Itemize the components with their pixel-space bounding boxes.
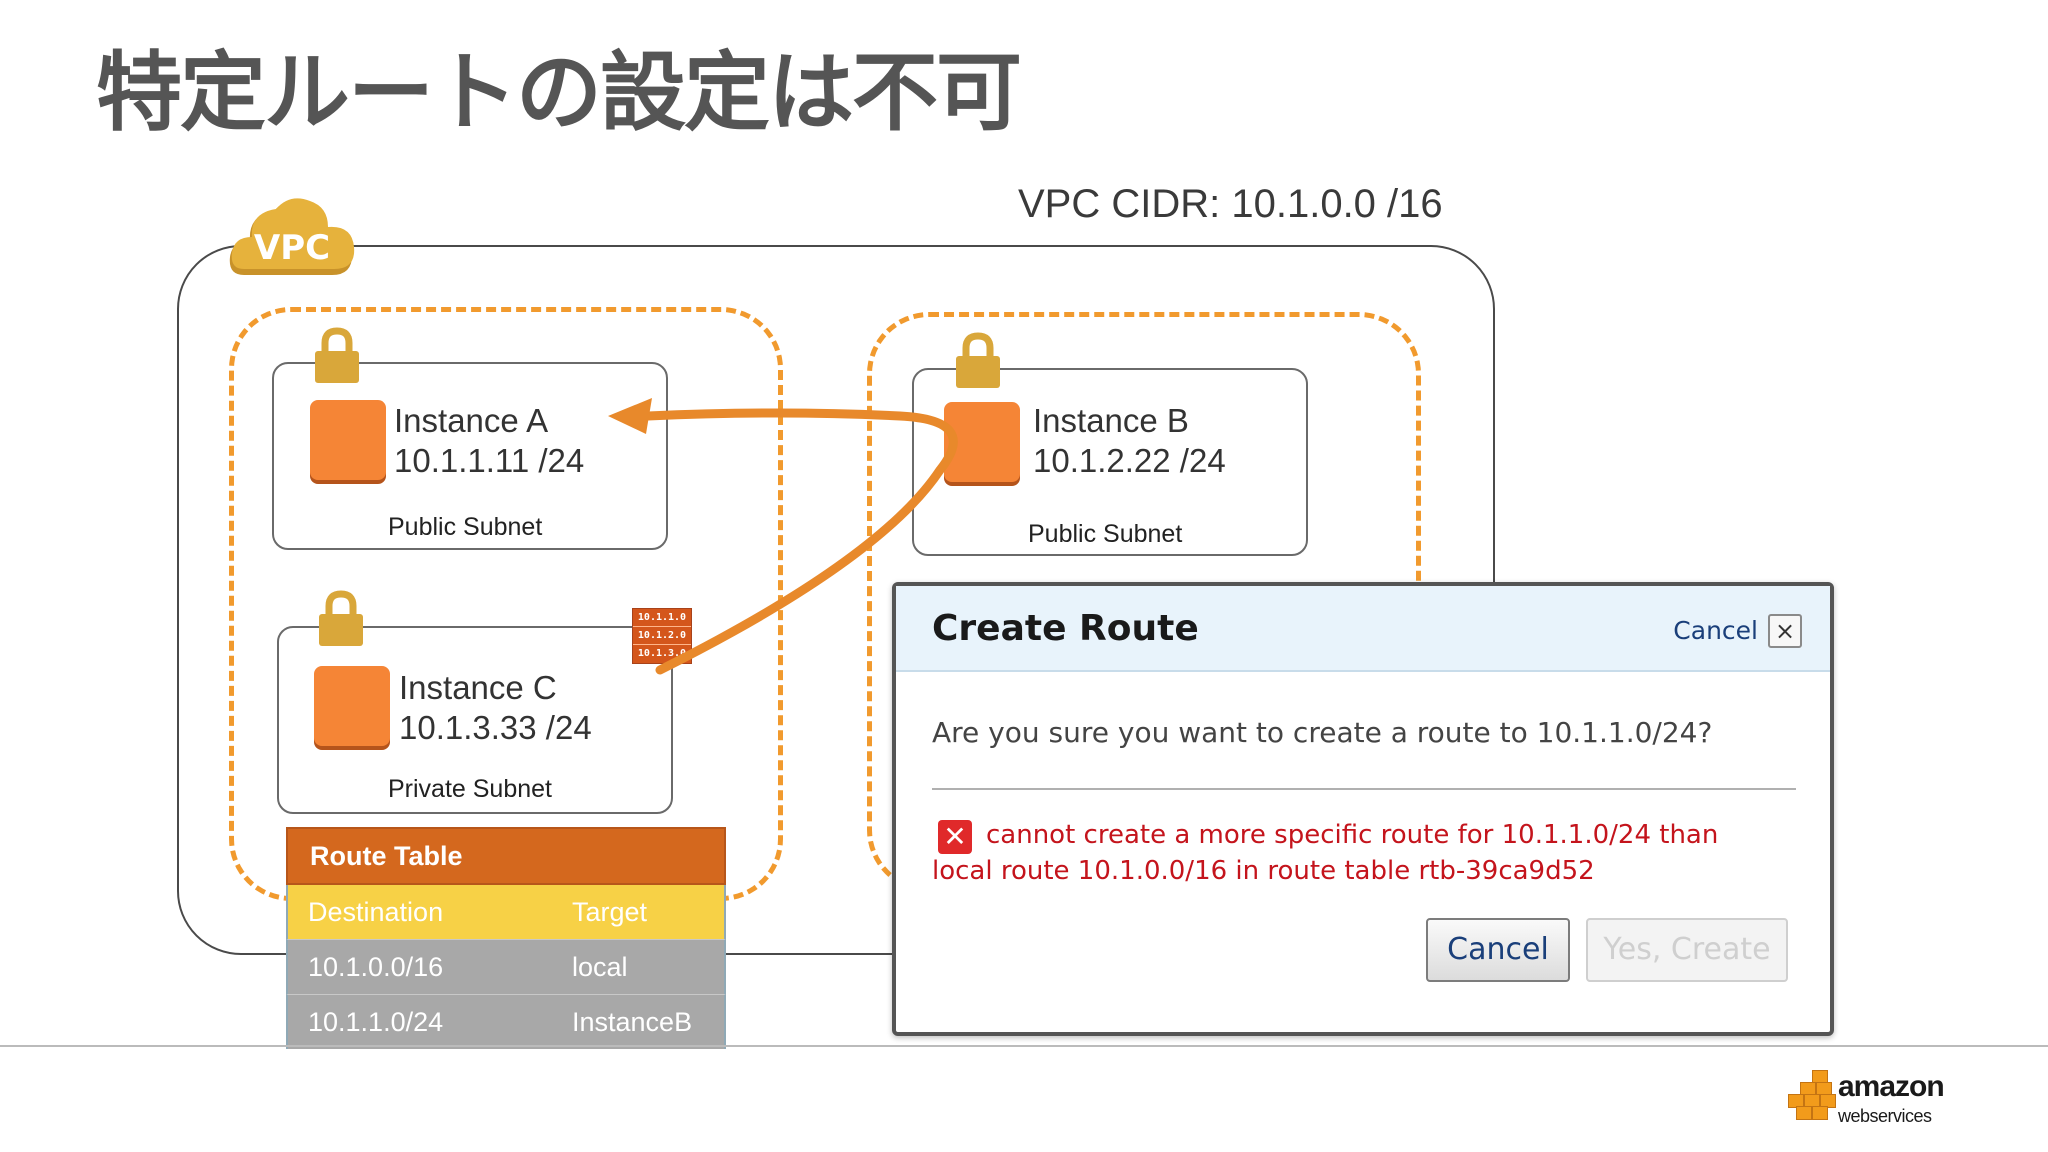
arrow-head-icon bbox=[608, 398, 652, 434]
logo-cube bbox=[1820, 1094, 1836, 1108]
footer-divider bbox=[0, 1045, 2048, 1047]
table-row: 10.1.0.0/16 local bbox=[286, 939, 726, 994]
close-icon[interactable]: × bbox=[1768, 614, 1802, 648]
error-message-line-2: local route 10.1.0.0/16 in route table r… bbox=[932, 856, 1595, 886]
aws-logo: amazon webservices bbox=[1786, 1066, 1950, 1132]
instance-a-subnet: Public Subnet bbox=[388, 513, 543, 541]
lock-icon bbox=[956, 332, 1000, 388]
router-line-1: 10.1.1.0 bbox=[633, 609, 691, 627]
yes-create-button[interactable]: Yes, Create bbox=[1586, 918, 1788, 982]
instance-c-icon bbox=[314, 666, 390, 746]
route-table: Route Table Destination Target 10.1.0.0/… bbox=[286, 827, 726, 1049]
route-target: InstanceB bbox=[572, 1006, 693, 1037]
cancel-button[interactable]: Cancel bbox=[1426, 918, 1570, 982]
route-table-col-destination: Destination bbox=[308, 896, 444, 927]
dialog-question: Are you sure you want to create a route … bbox=[932, 716, 1713, 749]
lock-icon bbox=[315, 327, 359, 383]
instance-b-ip: 10.1.2.22 /24 bbox=[1033, 442, 1226, 479]
route-table-col-target: Target bbox=[572, 896, 648, 927]
aws-logo-sub: webservices bbox=[1838, 1106, 1932, 1126]
create-route-dialog: Create Route Cancel × Are you sure you w… bbox=[892, 582, 1834, 1036]
router-line-2: 10.1.2.0 bbox=[633, 627, 691, 645]
instance-a-icon bbox=[310, 400, 386, 480]
error-icon: ✕ bbox=[938, 820, 972, 854]
instance-b-name: Instance B bbox=[1033, 402, 1189, 439]
lock-icon bbox=[319, 590, 363, 646]
router-line-3: 10.1.3.0 bbox=[637, 648, 687, 659]
vpc-badge-text: VPC bbox=[254, 228, 330, 268]
instance-c-ip: 10.1.3.33 /24 bbox=[399, 709, 592, 746]
route-target: local bbox=[572, 951, 628, 982]
instance-a-name: Instance A bbox=[394, 402, 549, 439]
instance-c-name: Instance C bbox=[399, 669, 557, 706]
aws-logo-word: amazon bbox=[1838, 1070, 1945, 1103]
dialog-title: Create Route bbox=[932, 608, 1199, 649]
vpc-cloud-icon: VPC bbox=[229, 198, 355, 275]
route-destination: 10.1.1.0/24 bbox=[308, 1006, 444, 1037]
error-message-line-1: cannot create a more specific route for … bbox=[986, 820, 1719, 850]
route-destination: 10.1.0.0/16 bbox=[308, 951, 444, 982]
instance-a-ip: 10.1.1.11 /24 bbox=[394, 442, 585, 479]
vpc-cidr-label: VPC CIDR: 10.1.0.0 /16 bbox=[1018, 182, 1443, 226]
dialog-header: Create Route Cancel × bbox=[896, 586, 1830, 672]
instance-c-subnet: Private Subnet bbox=[388, 775, 552, 803]
route-table-header-row: Destination Target bbox=[286, 885, 726, 939]
logo-cube bbox=[1796, 1106, 1812, 1120]
route-table-title: Route Table bbox=[286, 827, 726, 885]
table-row: 10.1.1.0/24 InstanceB bbox=[286, 994, 726, 1049]
dialog-cancel-link[interactable]: Cancel bbox=[1673, 616, 1758, 645]
slide-title: 特定ルートの設定は不可 bbox=[96, 43, 1022, 143]
instance-b-subnet: Public Subnet bbox=[1028, 520, 1183, 548]
dialog-divider bbox=[932, 788, 1796, 790]
logo-cube bbox=[1812, 1106, 1828, 1120]
